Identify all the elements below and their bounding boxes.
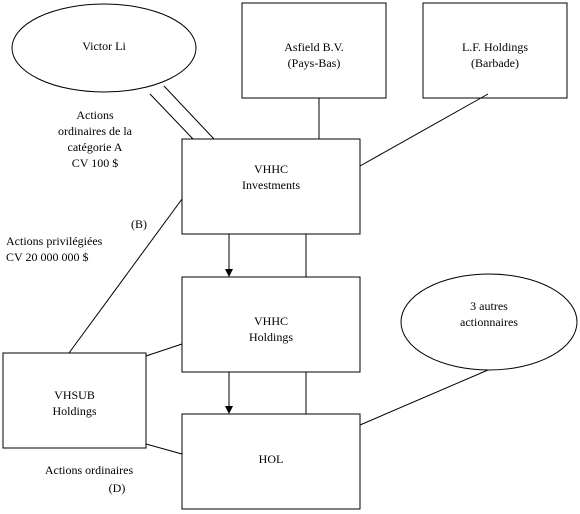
marker-d: (D) xyxy=(108,481,126,495)
lf-holdings-to-vhhc-investments-line xyxy=(359,93,489,167)
other-shareholders-ellipse xyxy=(400,273,578,371)
lf-holdings-label: L.F. Holdings (Barbade) xyxy=(461,40,529,70)
vhsub-holdings-box xyxy=(2,352,147,449)
vhhc-investments-label: VHHC Investments xyxy=(242,162,300,192)
vhhc-investments-box xyxy=(181,138,361,235)
asfield-label: Asfield B.V. (Pays-Bas) xyxy=(284,40,344,70)
hol-box xyxy=(181,413,361,510)
vhsub-holdings-label: VHSUB Holdings xyxy=(52,388,97,418)
victor-li-label: Victor Li xyxy=(82,39,126,53)
preferred-shares-annotation: Actions privilégiées CV 20 000 000 $ xyxy=(6,234,103,264)
victor-li-to-vhhc-investments-line-2 xyxy=(163,85,215,140)
vhhc-holdings-label: VHHC Holdings xyxy=(248,314,293,344)
victor-li-ellipse xyxy=(11,3,197,93)
class-a-shares-annotation: Actions ordinaires de la catégorie A CV … xyxy=(58,108,132,170)
common-shares-annotation: Actions ordinaires xyxy=(44,463,134,477)
marker-b: (B) xyxy=(131,217,147,231)
lf-holdings-box xyxy=(422,2,568,99)
vhhc-investments-to-vhsub-line xyxy=(68,198,183,354)
vhsub-to-hol-line xyxy=(145,443,183,455)
other-shareholders-to-hol-line xyxy=(359,369,489,426)
victor-li-to-vhhc-investments-line-1 xyxy=(149,93,194,140)
asfield-box xyxy=(241,2,387,99)
hol-label: HOL xyxy=(258,452,284,466)
other-shareholders-label: 3 autres actionnaires xyxy=(460,299,518,329)
vhsub-to-vhhc-holdings-line xyxy=(145,343,183,357)
vhhc-holdings-box xyxy=(181,276,361,373)
